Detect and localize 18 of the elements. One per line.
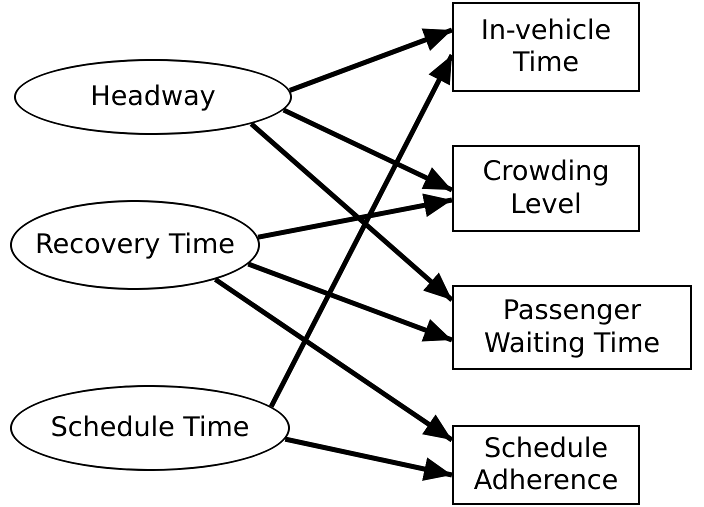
node-label: Schedule Adherence (472, 432, 620, 498)
arrow (289, 28, 453, 93)
outcome-box (452, 2, 640, 92)
arrow (282, 108, 454, 192)
outcome-box (452, 425, 640, 505)
outcome-box (452, 285, 692, 370)
node-label: Headway (90, 80, 216, 114)
node-label: Crowding Level (482, 156, 610, 221)
node-label: In-vehicle Time (480, 14, 612, 80)
arrow (258, 194, 452, 240)
arrow (214, 277, 454, 442)
arrow (284, 436, 453, 481)
arrow (250, 122, 454, 302)
node-label: Schedule Time (50, 412, 250, 444)
node-label: Passenger Waiting Time (482, 295, 661, 360)
outcome-box (452, 145, 640, 232)
arrow (269, 54, 454, 408)
node-label: Recovery Time (35, 228, 235, 262)
